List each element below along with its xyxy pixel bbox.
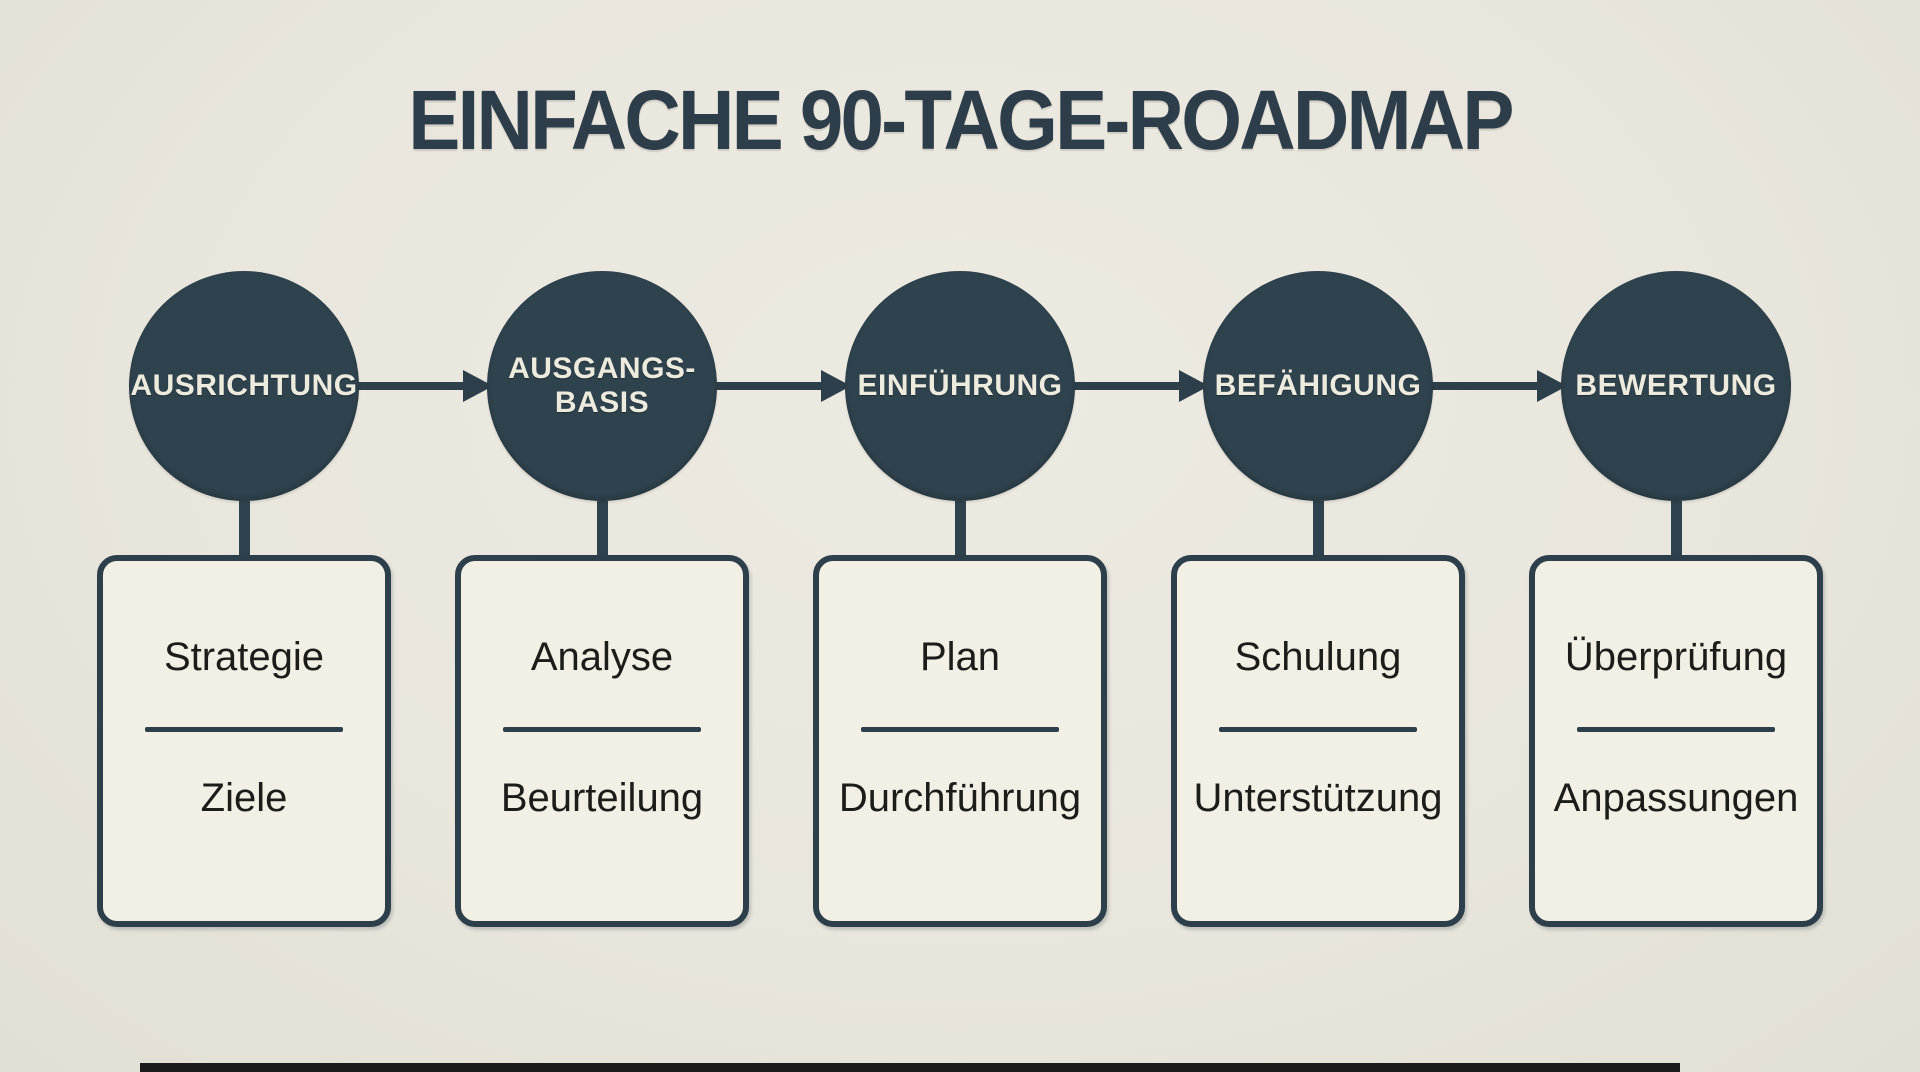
card-divider (1577, 727, 1775, 732)
card-bottom-label: Beurteilung (500, 776, 704, 820)
bottom-bar (140, 1063, 1680, 1072)
flow-arrow-icon (713, 370, 851, 402)
stage-einfuehrung: EINFÜHRUNG Plan Durchführung (813, 271, 1107, 927)
stage-circle-label: EINFÜHRUNG (857, 369, 1063, 403)
card-divider (145, 727, 343, 732)
card-divider (861, 727, 1059, 732)
flow-arrow-icon (1071, 370, 1209, 402)
circle-card-connector (954, 501, 966, 555)
circle-card-connector (1312, 501, 1324, 555)
page-title: EINFACHE 90-TAGE-ROADMAP (408, 73, 1514, 167)
stage-ausrichtung: AUSRICHTUNG Strategie Ziele (97, 271, 391, 927)
stage-card-bewertung: Überprüfung Anpassungen (1529, 555, 1823, 927)
stage-befaehigung: BEFÄHIGUNG Schulung Unterstützung (1171, 271, 1465, 927)
stage-circle-ausgangsbasis: AUSGANGS- BASIS (487, 271, 717, 501)
flow-arrow-icon (355, 370, 493, 402)
stage-circle-einfuehrung: EINFÜHRUNG (845, 271, 1075, 501)
stage-card-ausrichtung: Strategie Ziele (97, 555, 391, 927)
circle-card-connector (596, 501, 608, 555)
card-top-label: Analyse (530, 635, 674, 679)
card-top-label: Überprüfung (1564, 635, 1788, 679)
stage-card-ausgangsbasis: Analyse Beurteilung (455, 555, 749, 927)
flow-arrow-icon (1429, 370, 1567, 402)
stage-circle-label: BEWERTUNG (1575, 369, 1777, 403)
circle-card-connector (238, 501, 250, 555)
card-bottom-label: Anpassungen (1553, 776, 1799, 820)
stage-circle-bewertung: BEWERTUNG (1561, 271, 1791, 501)
card-divider (1219, 727, 1417, 732)
card-top-label: Schulung (1234, 635, 1402, 679)
stage-circle-befaehigung: BEFÄHIGUNG (1203, 271, 1433, 501)
card-bottom-label: Unterstützung (1193, 776, 1443, 820)
stage-circle-label: AUSRICHTUNG (130, 369, 358, 403)
card-divider (503, 727, 701, 732)
roadmap-diagram: AUSRICHTUNG Strategie Ziele AUSGANGS- BA… (97, 271, 1823, 927)
stage-circle-label: AUSGANGS- BASIS (508, 352, 696, 419)
card-bottom-label: Ziele (200, 776, 288, 820)
stage-bewertung: BEWERTUNG Überprüfung Anpassungen (1529, 271, 1823, 927)
card-top-label: Plan (919, 635, 1001, 679)
stage-card-befaehigung: Schulung Unterstützung (1171, 555, 1465, 927)
card-bottom-label: Durchführung (838, 776, 1082, 820)
stage-circle-ausrichtung: AUSRICHTUNG (129, 271, 359, 501)
stage-card-einfuehrung: Plan Durchführung (813, 555, 1107, 927)
stage-ausgangsbasis: AUSGANGS- BASIS Analyse Beurteilung (455, 271, 749, 927)
card-top-label: Strategie (163, 635, 325, 679)
circle-card-connector (1670, 501, 1682, 555)
stage-circle-label: BEFÄHIGUNG (1214, 369, 1422, 403)
